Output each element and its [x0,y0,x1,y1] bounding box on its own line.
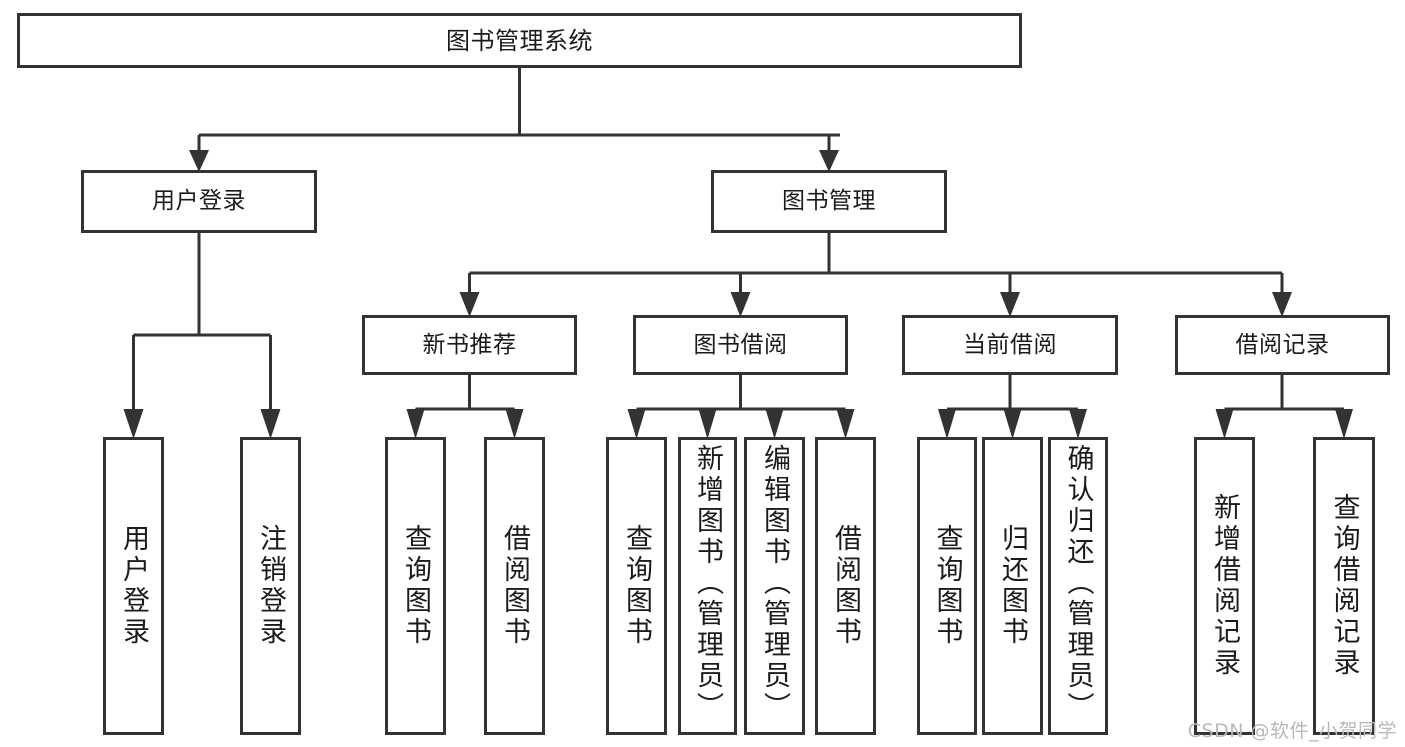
leaf-query-borrow-record-label: 查询借阅记录 [1328,493,1360,679]
arrowhead-leaf-11 [1069,409,1087,439]
node-new-book-recommend[interactable]: 新书推荐 [362,315,577,375]
arrowhead-record [1272,292,1292,317]
leaf-edit-book-admin-label: 编辑图书（管理员） [759,444,790,723]
node-current-borrow-label: 当前借阅 [963,331,1057,358]
arrowhead-user-login [189,150,209,172]
leaf-confirm-return-admin-label: 确认归还（管理员） [1062,444,1094,723]
node-root-label: 图书管理系统 [446,26,593,55]
leaf-borrow-book[interactable]: 借阅图书 [815,437,876,735]
watermark: CSDN @软件_小贺同学 [1187,720,1397,742]
arrowhead-leaf-4 [505,409,524,439]
arrowhead-leaf-2 [260,409,281,439]
leaf-return-book[interactable]: 归还图书 [982,437,1043,735]
node-book-management[interactable]: 图书管理 [711,170,947,233]
node-user-login[interactable]: 用户登录 [81,170,317,233]
node-borrow-record[interactable]: 借阅记录 [1175,315,1390,375]
arrowhead-leaf-7 [765,409,784,439]
arrowhead-borrow [730,292,751,317]
node-borrow-record-label: 借阅记录 [1235,331,1330,358]
node-book-borrow-label: 图书借阅 [693,331,788,358]
node-root[interactable]: 图书管理系统 [17,13,1022,68]
arrowhead-current [1000,292,1020,317]
arrowhead-leaf-8 [836,409,855,439]
leaf-user-login[interactable]: 用户登录 [103,437,164,735]
leaf-query-borrow-record[interactable]: 查询借阅记录 [1313,437,1375,735]
arrowhead-leaf-12 [1215,409,1234,439]
leaf-query-book-current-label: 查询图书 [931,524,963,648]
leaf-add-borrow-record-label: 新增借阅记录 [1209,493,1240,679]
node-current-borrow[interactable]: 当前借阅 [902,315,1118,375]
node-book-borrow[interactable]: 图书借阅 [633,315,848,375]
leaf-logout-label: 注销登录 [255,524,286,648]
leaf-borrow-book-recommend-label: 借阅图书 [499,524,530,648]
leaf-borrow-book-label: 借阅图书 [830,524,861,648]
leaf-borrow-book-recommend[interactable]: 借阅图书 [484,437,545,735]
arrowhead-leaf-13 [1335,409,1353,439]
leaf-query-book-borrow-label: 查询图书 [621,524,652,648]
node-user-login-label: 用户登录 [152,188,246,214]
leaf-query-book-borrow[interactable]: 查询图书 [606,437,667,735]
leaf-query-book-recommend[interactable]: 查询图书 [385,437,446,735]
leaf-add-book-admin-label: 新增图书（管理员） [692,444,723,723]
arrowhead-leaf-9 [938,409,956,439]
leaf-add-book-admin[interactable]: 新增图书（管理员） [678,437,737,735]
arrowhead-new-book [459,292,480,317]
arrowhead-leaf-10 [1003,409,1022,439]
node-book-management-label: 图书管理 [782,188,876,214]
leaf-confirm-return-admin[interactable]: 确认归还（管理员） [1048,437,1108,735]
leaf-add-borrow-record[interactable]: 新增借阅记录 [1194,437,1255,735]
arrowhead-leaf-6 [698,409,717,439]
leaf-logout[interactable]: 注销登录 [240,437,301,735]
leaf-return-book-label: 归还图书 [997,524,1028,648]
arrowhead-leaf-5 [627,409,646,439]
arrowhead-leaf-3 [406,409,425,439]
arrowhead-leaf-1 [123,409,144,439]
leaf-user-login-label: 用户登录 [118,524,149,648]
leaf-query-book-current[interactable]: 查询图书 [917,437,977,735]
leaf-query-book-recommend-label: 查询图书 [400,524,431,648]
node-new-book-recommend-label: 新书推荐 [422,331,517,358]
leaf-edit-book-admin[interactable]: 编辑图书（管理员） [744,437,805,735]
arrowhead-book-mgmt [819,150,839,172]
